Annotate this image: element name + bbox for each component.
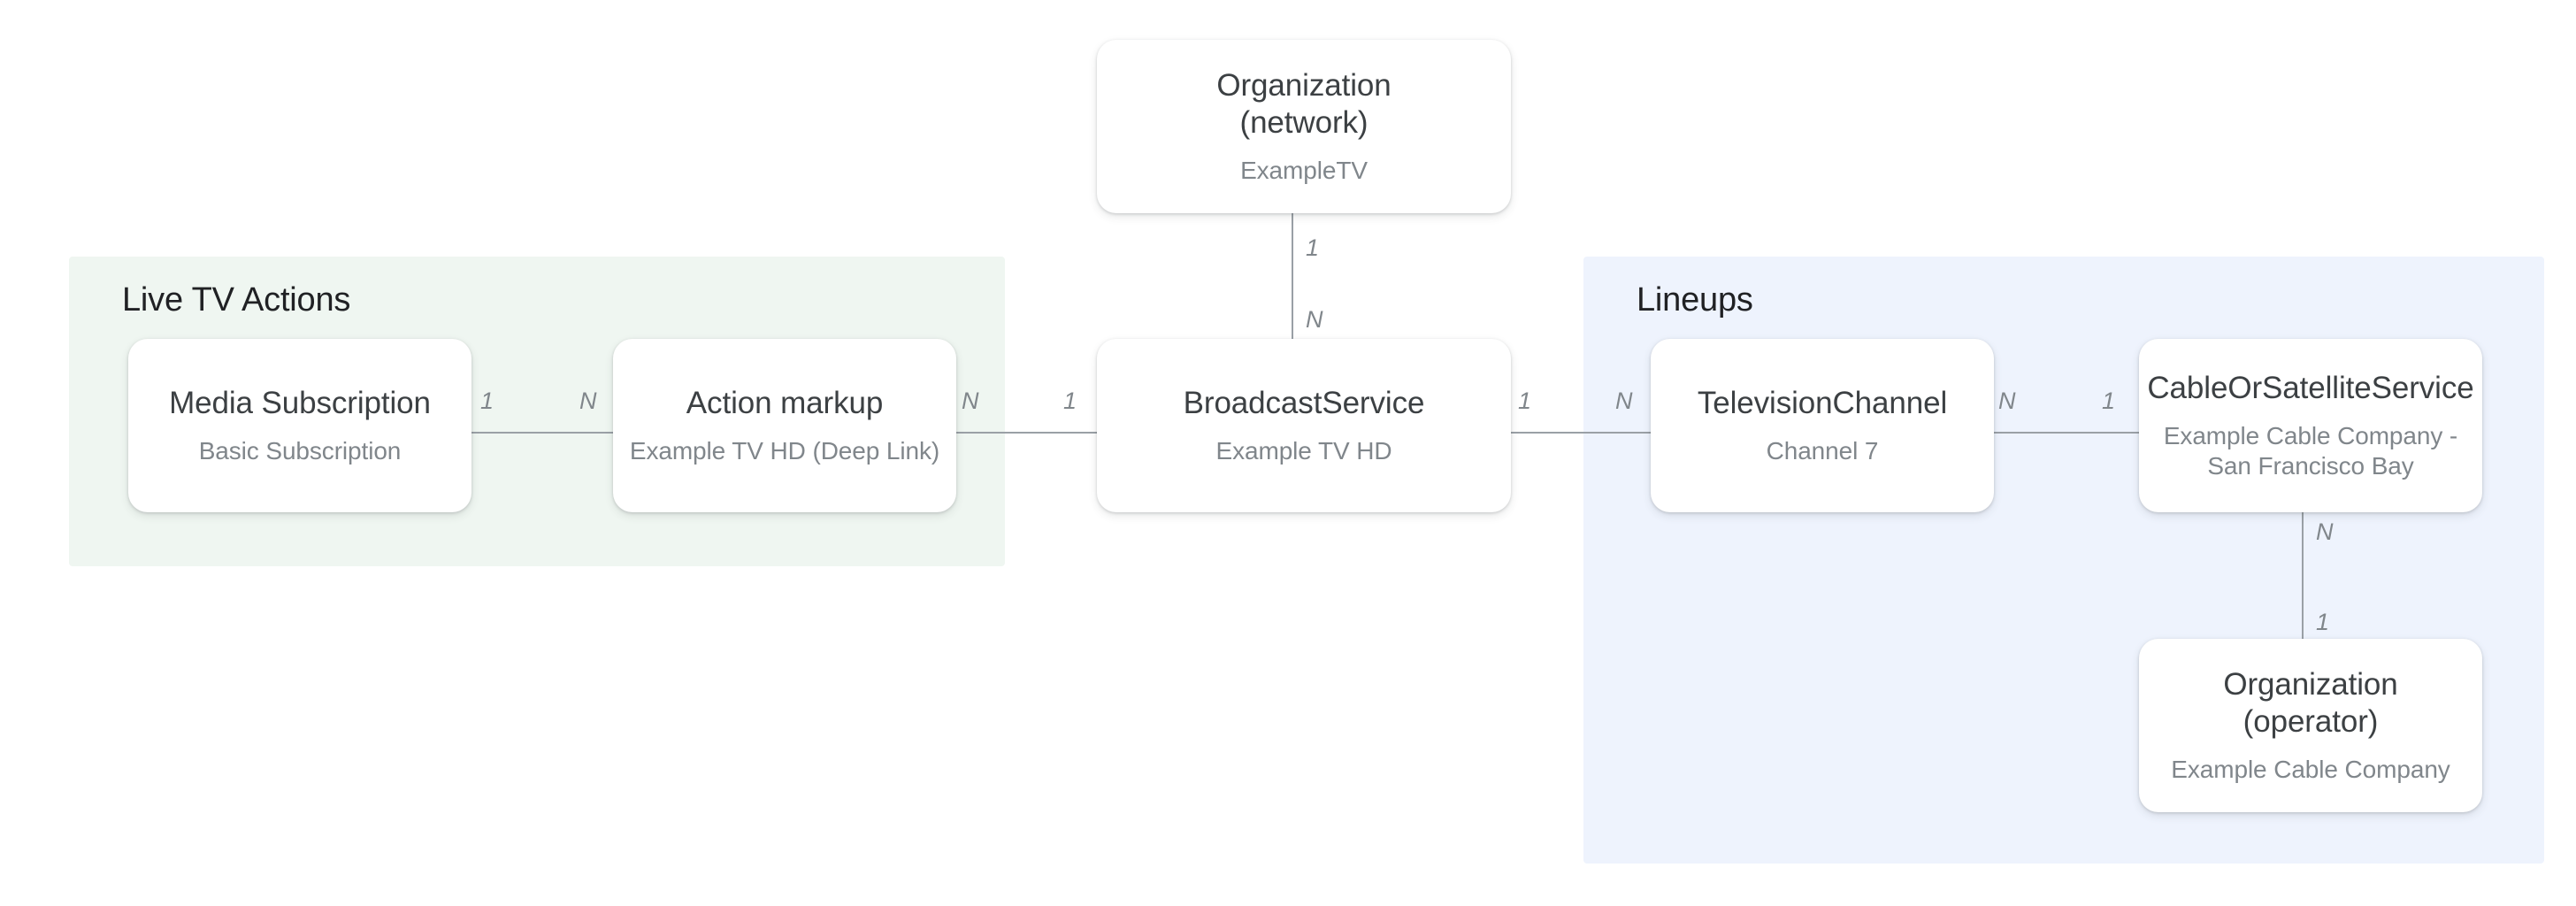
edge-line-cable-service-to-org-operator [2302,511,2304,653]
node-title: Action markup [686,386,884,420]
panel-live-tv-actions-title: Live TV Actions [122,281,351,319]
node-subtitle: ExampleTV [1240,157,1368,184]
node-title: Organization (operator) [2223,667,2398,739]
multiplicity-cable-service-to-org-operator-to: 1 [2316,609,2330,635]
node-action-markup[interactable]: Action markup Example TV HD (Deep Link) [613,339,956,512]
multiplicity-media-sub-to-action-markup-from: 1 [480,388,494,414]
node-media-subscription[interactable]: Media Subscription Basic Subscription [128,339,472,512]
multiplicity-cable-service-to-org-operator-from: N [2316,518,2334,545]
node-broadcast-service[interactable]: BroadcastService Example TV HD [1097,339,1511,512]
node-title: Media Subscription [169,386,431,420]
node-organization-operator[interactable]: Organization (operator) Example Cable Co… [2139,639,2482,812]
edge-line-media-sub-to-action-markup [460,432,628,434]
multiplicity-media-sub-to-action-markup-to: N [579,388,597,414]
multiplicity-action-markup-to-broadcast-from: N [962,388,979,414]
node-organization-network[interactable]: Organization (network) ExampleTV [1097,40,1511,213]
multiplicity-action-markup-to-broadcast-to: 1 [1063,388,1077,414]
node-title: TelevisionChannel [1697,386,1948,420]
multiplicity-tv-channel-to-cable-service-from: N [1998,388,2016,414]
node-subtitle: Example Cable Company - San Francisco Ba… [2163,422,2458,480]
node-subtitle: Example TV HD (Deep Link) [629,437,940,465]
node-title: Organization (network) [1216,68,1392,140]
node-subtitle: Example Cable Company [2171,756,2450,783]
multiplicity-tv-channel-to-cable-service-to: 1 [2102,388,2116,414]
multiplicity-broadcast-to-tv-channel-from: 1 [1518,388,1532,414]
multiplicity-org-network-to-broadcast-from: 1 [1306,234,1320,261]
edge-line-org-network-to-broadcast [1292,211,1293,352]
node-cable-or-satellite-service[interactable]: CableOrSatelliteService Example Cable Co… [2139,339,2482,512]
multiplicity-org-network-to-broadcast-to: N [1306,306,1323,333]
edge-line-tv-channel-to-cable-service [1973,432,2150,434]
edge-line-broadcast-to-tv-channel [1495,432,1663,434]
node-subtitle: Example TV HD [1215,437,1392,465]
edge-line-action-markup-to-broadcast [938,432,1106,434]
node-title: CableOrSatelliteService [2147,371,2474,405]
panel-lineups-title: Lineups [1637,281,1753,319]
node-television-channel[interactable]: TelevisionChannel Channel 7 [1651,339,1994,512]
node-subtitle: Channel 7 [1766,437,1879,465]
node-subtitle: Basic Subscription [198,437,402,465]
multiplicity-broadcast-to-tv-channel-to: N [1615,388,1633,414]
node-title: BroadcastService [1183,386,1425,420]
